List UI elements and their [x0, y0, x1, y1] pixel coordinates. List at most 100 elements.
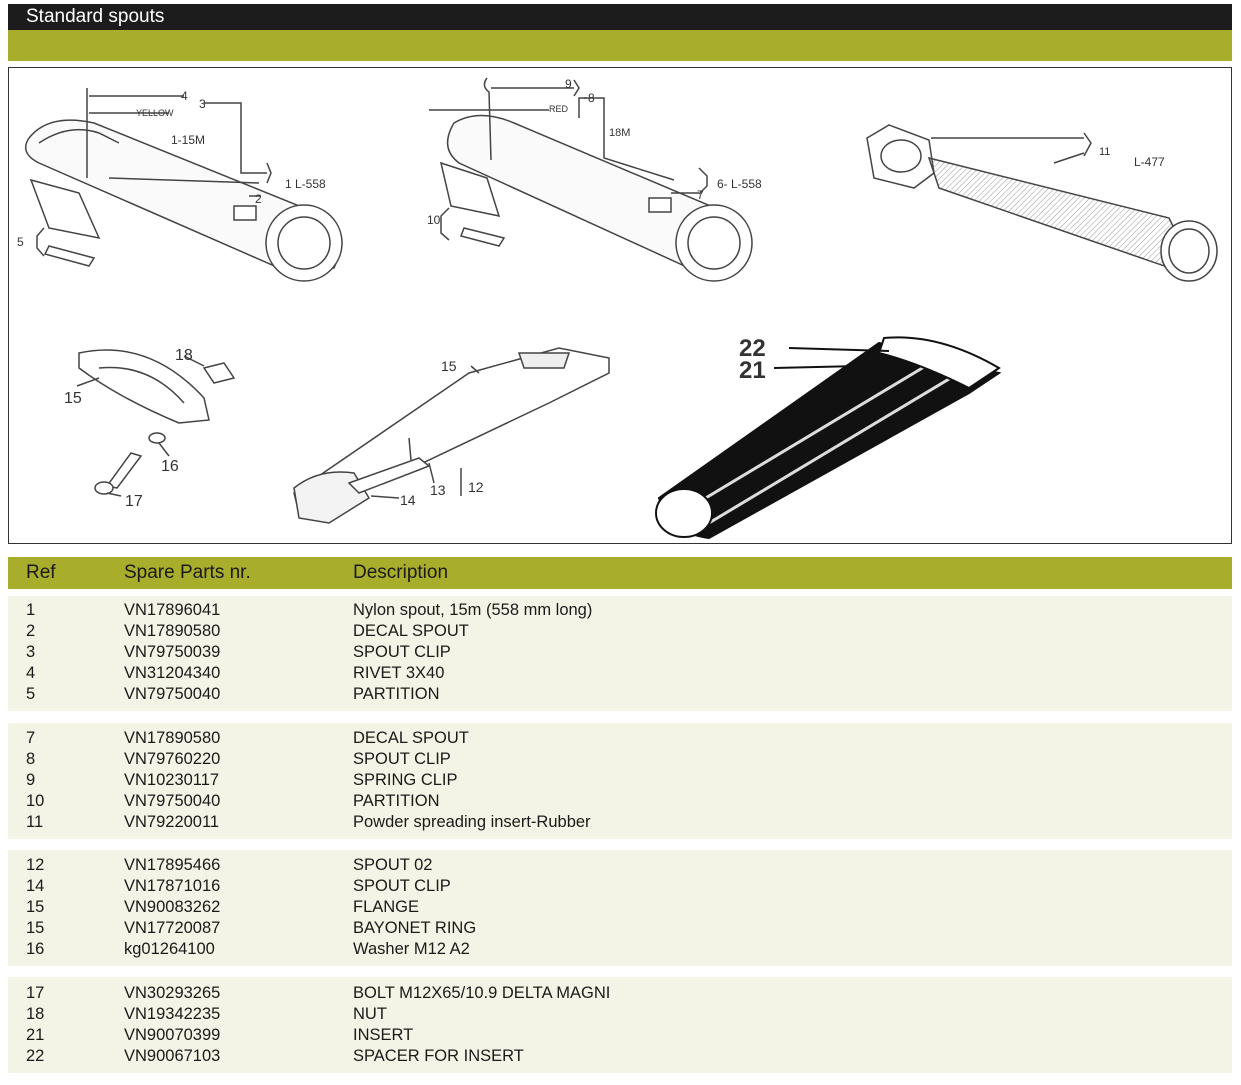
table-row: 3 VN79750039 SPOUT CLIP	[8, 642, 1232, 663]
description-cell: Powder spreading insert-Rubber	[353, 813, 591, 832]
part-number-cell: kg01264100	[124, 940, 215, 959]
description-cell: SPRING CLIP	[353, 771, 458, 790]
description-cell: PARTITION	[353, 792, 440, 811]
description-cell: DECAL SPOUT	[353, 729, 469, 747]
spout-18m-drawing	[429, 77, 753, 282]
description-cell: BOLT M12X65/10.9 DELTA MAGNI	[353, 984, 611, 1002]
description-cell: SPOUT CLIP	[353, 643, 451, 662]
description-cell: NUT	[353, 1005, 387, 1024]
ref-cell: 15	[26, 919, 45, 938]
label-15m: 1-15M	[171, 133, 205, 147]
callout-8: 8	[588, 91, 595, 105]
part-number-cell: VN79760220	[124, 750, 221, 769]
ref-cell: 15	[26, 898, 45, 917]
callout-15-left: 15	[64, 390, 82, 407]
description-cell: INSERT	[353, 1026, 414, 1045]
part-number-cell: VN17890580	[124, 622, 221, 641]
part-number-cell: VN10230117	[124, 771, 220, 790]
callout-4: 4	[181, 89, 188, 103]
header-part-number: Spare Parts nr.	[124, 562, 251, 583]
description-cell: RIVET 3X40	[353, 664, 445, 683]
callout-3: 3	[199, 97, 206, 111]
description-cell: Nylon spout, 15m (558 mm long)	[353, 601, 593, 619]
callout-15-spout: 15	[441, 358, 457, 374]
section-title: Standard spouts	[8, 4, 1232, 30]
part-number-cell: VN17895466	[124, 856, 221, 874]
table-row: 11 VN79220011 Powder spreading insert-Rubb…	[8, 812, 1232, 833]
ref-cell: 22	[26, 1047, 45, 1066]
ref-cell: 16	[26, 940, 45, 959]
ref-cell: 21	[26, 1026, 45, 1045]
label-l477: L-477	[1134, 155, 1165, 169]
part-number-cell: VN79750040	[124, 685, 221, 704]
flange-assembly-drawing	[76, 349, 236, 497]
spout-15m-drawing	[24, 88, 343, 282]
parts-group: 1 VN17896041 Nylon spout, 15m (558 mm long…	[8, 596, 1232, 712]
ref-cell: 3	[26, 643, 36, 662]
spout-02-drawing	[293, 347, 610, 524]
callout-17: 17	[125, 493, 143, 510]
part-number-cell: VN19342235	[124, 1005, 221, 1024]
ref-cell: 10	[26, 792, 45, 811]
label-18m: 18M	[609, 127, 630, 139]
callout-21: 21	[739, 357, 766, 384]
callout-10: 10	[427, 213, 441, 227]
table-row: 16 kg01264100 Washer M12 A2	[8, 939, 1232, 960]
header-ref: Ref	[26, 562, 56, 583]
ref-cell: 9	[26, 771, 36, 790]
label-yellow: YELLOW	[136, 108, 174, 118]
description-cell: SPACER FOR INSERT	[353, 1047, 524, 1066]
description-cell: PARTITION	[353, 685, 440, 704]
label-red: RED	[549, 104, 569, 114]
callout-13: 13	[430, 482, 446, 498]
callout-2: 2	[255, 192, 262, 206]
insert-spacer-drawing	[655, 336, 1002, 540]
part-number-cell: VN30293265	[124, 984, 221, 1002]
part-number-cell: VN90067103	[124, 1047, 221, 1066]
description-cell: SPOUT CLIP	[353, 877, 451, 896]
part-number-cell: VN17896041	[124, 601, 221, 619]
table-row: 18 VN19342235 NUT	[8, 1004, 1232, 1025]
part-number-cell: VN79220011	[124, 813, 220, 832]
ref-cell: 12	[26, 856, 45, 874]
description-cell: Washer M12 A2	[353, 940, 470, 959]
callout-18: 18	[175, 347, 193, 364]
label-l558-6: 6- L-558	[717, 177, 762, 191]
ref-cell: 11	[26, 813, 44, 832]
callout-5: 5	[17, 235, 24, 249]
ref-cell: 4	[26, 664, 36, 683]
callout-11: 11	[1099, 146, 1110, 158]
ref-cell: 18	[26, 1005, 45, 1024]
ref-cell: 5	[26, 685, 36, 704]
ref-cell: 7	[26, 729, 36, 747]
table-row: 22 VN90067103 SPACER FOR INSERT	[8, 1046, 1232, 1067]
exploded-parts-diagram: 4 3 YELLOW 1-15M 1 L-558 2 5 9 8 RED 18	[8, 67, 1232, 544]
callout-7: 7	[697, 188, 704, 202]
ref-cell: 1	[26, 601, 36, 619]
table-row: 21 VN90070399 INSERT	[8, 1025, 1232, 1046]
description-cell: SPOUT CLIP	[353, 750, 451, 769]
header-description: Description	[353, 562, 449, 583]
title-accent-bar	[8, 30, 1232, 61]
powder-insert-drawing	[866, 124, 1218, 282]
table-row: 5 VN79750040 PARTITION	[8, 684, 1232, 705]
label-l558-1: 1 L-558	[285, 177, 326, 191]
callout-22: 22	[739, 335, 766, 362]
table-row: 1 VN17896041 Nylon spout, 15m (558 mm long…	[8, 600, 1232, 621]
part-number-cell: VN90083262	[124, 898, 221, 917]
part-number-cell: VN17871016	[124, 877, 221, 896]
parts-drawing: 4 3 YELLOW 1-15M 1 L-558 2 5 9 8 RED 18	[17, 77, 1218, 540]
part-number-cell: VN79750039	[124, 643, 221, 662]
part-number-cell: VN90070399	[124, 1026, 221, 1045]
part-number-cell: VN17720087	[124, 919, 221, 938]
